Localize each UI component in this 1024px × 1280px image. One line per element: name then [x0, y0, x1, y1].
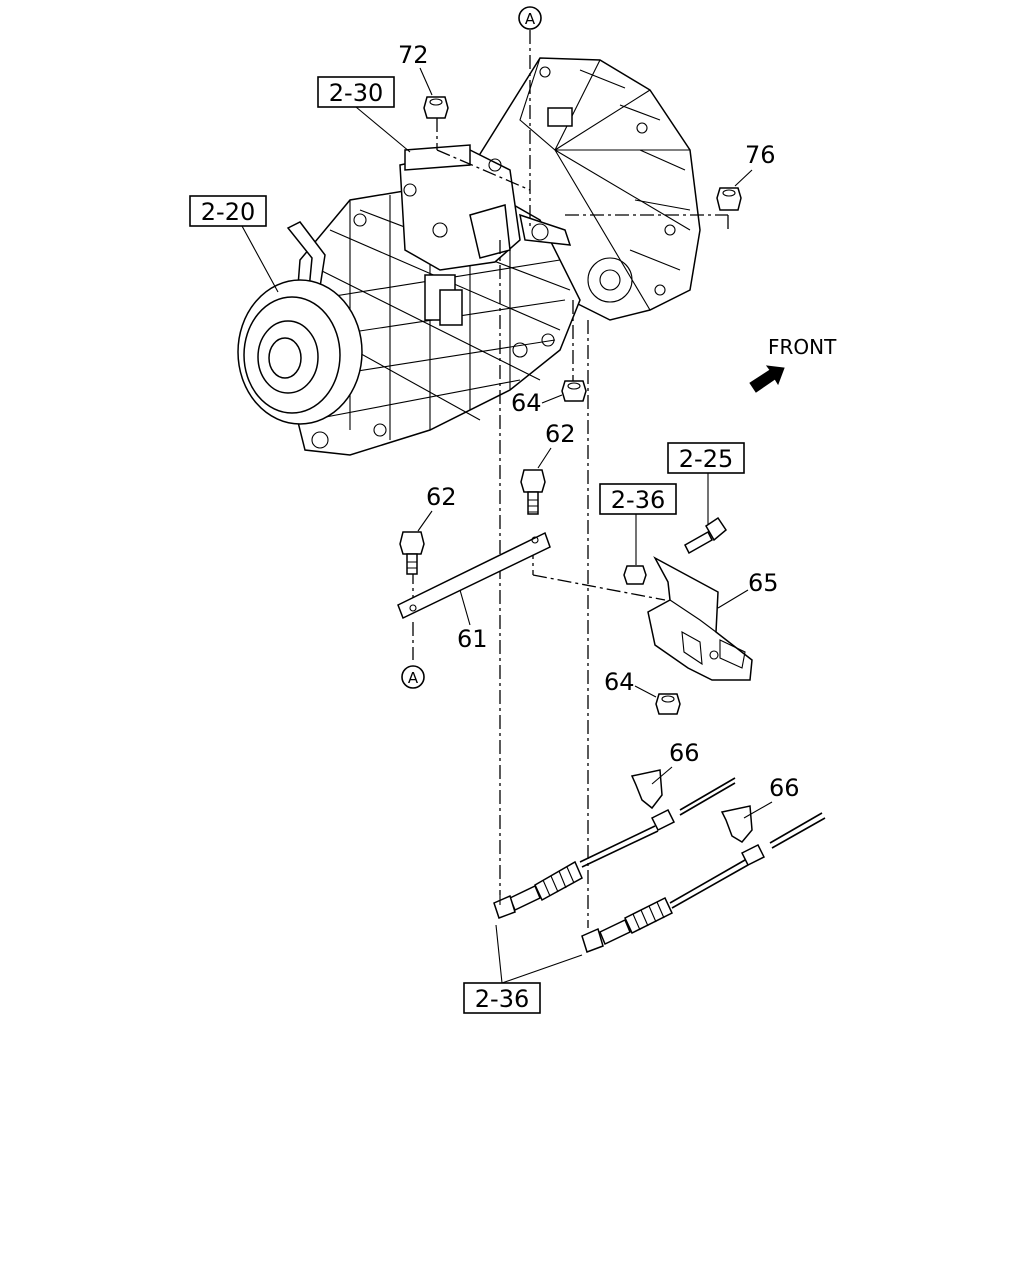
front-arrow-icon: [749, 365, 785, 393]
shift-cable-lower: [581, 812, 826, 953]
callout-66-left: 66: [651, 739, 700, 785]
ref-2-36-cables-label: 2-36: [475, 985, 529, 1013]
marker-a-bottom: A: [401, 665, 425, 689]
callout-65-label: 65: [748, 569, 779, 597]
nut-2-36-bracket: [623, 565, 647, 585]
bolt-62-lower: [399, 531, 425, 575]
shift-cable-upper: [493, 777, 736, 919]
marker-a-bottom-label: A: [408, 669, 419, 687]
callout-64-lower-label: 64: [604, 668, 635, 696]
ref-2-25-label: 2-25: [679, 445, 733, 473]
callout-66-left-label: 66: [669, 739, 700, 767]
stud-2-25: [684, 516, 727, 555]
callout-64-lower: 64: [604, 668, 657, 698]
ref-box-2-25: 2-25: [667, 442, 745, 524]
callout-62-lower: 62: [417, 483, 457, 532]
callout-72-label: 72: [398, 41, 429, 69]
ref-box-2-36-bracket: 2-36: [599, 483, 677, 565]
callout-66-right-label: 66: [769, 774, 800, 802]
callout-66-right: 66: [743, 774, 800, 819]
ref-2-20-label: 2-20: [201, 198, 255, 226]
ref-box-2-20: 2-20: [189, 195, 279, 293]
clip-66-left: [630, 769, 663, 810]
callout-72: 72: [398, 41, 433, 96]
callout-62-upper: 62: [537, 420, 576, 469]
callout-65: 65: [717, 569, 779, 609]
nut-64-lower: [655, 693, 681, 715]
nut-76: [716, 187, 742, 211]
bolt-62-upper: [520, 469, 546, 515]
ref-box-2-36-cables: 2-36: [463, 924, 583, 1014]
plate-61: [397, 531, 551, 620]
callout-61: 61: [457, 589, 488, 653]
callout-62-lower-label: 62: [426, 483, 457, 511]
callout-62-upper-label: 62: [545, 420, 576, 448]
marker-a-top-label: A: [525, 10, 536, 28]
callout-64-upper: 64: [511, 389, 563, 417]
ref-2-36-bracket-label: 2-36: [611, 486, 665, 514]
bracket-65: [647, 556, 753, 681]
marker-a-top: A: [518, 6, 542, 30]
callout-64-upper-label: 64: [511, 389, 542, 417]
nut-72: [423, 96, 449, 119]
callout-76: 76: [734, 141, 776, 187]
callout-61-label: 61: [457, 625, 488, 653]
front-direction-label: FRONT: [768, 335, 837, 359]
callout-76-label: 76: [745, 141, 776, 169]
nut-64-upper: [561, 380, 587, 402]
transmission-assembly: [237, 57, 701, 456]
clip-66-right: [720, 805, 753, 843]
ref-box-2-30: 2-30: [317, 76, 411, 153]
ref-2-30-label: 2-30: [329, 79, 383, 107]
